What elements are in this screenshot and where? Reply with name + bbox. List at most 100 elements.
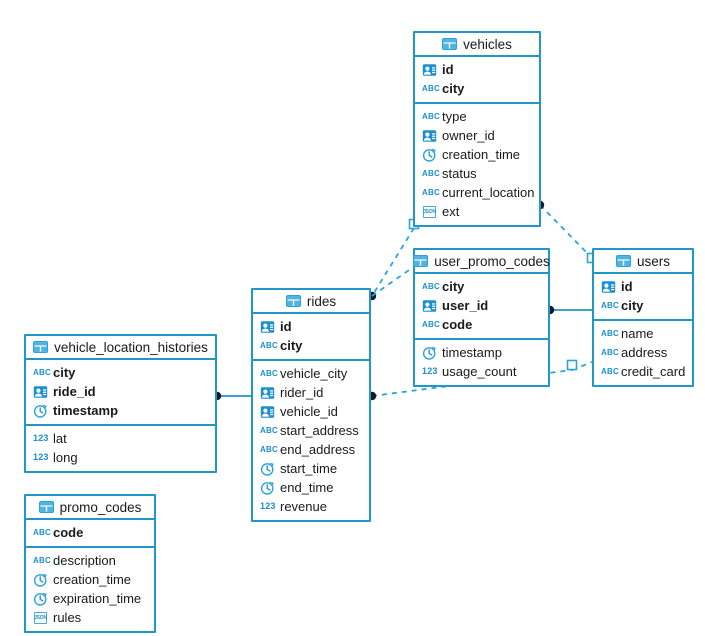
field-label: credit_card xyxy=(621,364,686,379)
clock-icon xyxy=(33,573,48,587)
primary-key-field-ride_id[interactable]: ride_id xyxy=(26,382,215,401)
entity-header-vehicles[interactable]: vehicles xyxy=(415,33,539,57)
abc-string-icon: ABC xyxy=(260,425,278,435)
table-icon xyxy=(413,255,429,267)
entity-header-rides[interactable]: rides xyxy=(253,290,369,314)
field-label: start_time xyxy=(280,461,338,476)
column-group: timestamp 123 usage_count xyxy=(415,338,548,385)
entity-header-vehicle_location_histories[interactable]: vehicle_location_histories xyxy=(26,336,215,360)
field-usage_count[interactable]: 123 usage_count xyxy=(415,362,548,381)
clock-icon xyxy=(260,462,275,476)
abc-string-icon: ABC xyxy=(260,368,278,378)
field-label: user_id xyxy=(442,298,489,313)
field-creation_time[interactable]: creation_time xyxy=(415,145,539,164)
entity-title: vehicles xyxy=(463,36,512,52)
primary-key-field-id[interactable]: id xyxy=(253,317,369,336)
key-id-icon xyxy=(33,385,48,399)
json-icon: JSON xyxy=(33,611,48,625)
edge-vehicles-to-user-promo-codes[interactable] xyxy=(367,218,420,301)
field-label: id xyxy=(442,62,454,77)
abc-string-icon: ABC xyxy=(422,319,440,329)
number-123-icon: 123 xyxy=(422,366,438,376)
number-123-icon: 123 xyxy=(33,433,49,443)
primary-key-field-id[interactable]: id xyxy=(594,277,692,296)
field-owner_id[interactable]: owner_id xyxy=(415,126,539,145)
edge-rides-to-user-promo-codes[interactable] xyxy=(371,267,413,297)
primary-key-field-user_id[interactable]: user_id xyxy=(415,296,548,315)
abc-string-icon: ABC xyxy=(260,340,278,350)
number-123-icon: 123 xyxy=(33,452,49,462)
primary-key-field-id[interactable]: id xyxy=(415,60,539,79)
table-icon xyxy=(442,38,458,50)
key-id-icon xyxy=(422,129,437,143)
field-label: address xyxy=(621,345,668,360)
abc-string-icon: ABC xyxy=(422,111,440,121)
key-id-icon xyxy=(422,299,437,313)
field-label: id xyxy=(280,319,292,334)
edge-user-promo-codes-to-users[interactable] xyxy=(545,305,592,315)
field-label: id xyxy=(621,279,633,294)
entity-title: rides xyxy=(306,293,337,309)
field-label: start_address xyxy=(280,423,359,438)
clock-icon xyxy=(33,404,48,418)
entity-header-users[interactable]: users xyxy=(594,250,692,274)
table-icon xyxy=(615,255,631,267)
field-rider_id[interactable]: rider_id xyxy=(253,383,369,402)
field-vehicle_id[interactable]: vehicle_id xyxy=(253,402,369,421)
field-end_time[interactable]: end_time xyxy=(253,478,369,497)
entity-title: promo_codes xyxy=(59,499,142,515)
field-creation_time[interactable]: creation_time xyxy=(26,570,154,589)
field-label: description xyxy=(53,553,116,568)
field-start_time[interactable]: start_time xyxy=(253,459,369,478)
field-timestamp[interactable]: timestamp xyxy=(415,343,548,362)
edge-vehicle-location-histories-to-rides[interactable] xyxy=(212,391,251,401)
key-id-icon xyxy=(260,386,275,400)
abc-string-icon: ABC xyxy=(422,168,440,178)
entity-header-promo_codes[interactable]: promo_codes xyxy=(26,496,154,520)
key-id-icon xyxy=(260,320,275,334)
abc-string-icon: ABC xyxy=(601,328,619,338)
clock-icon xyxy=(33,592,48,606)
field-label: usage_count xyxy=(442,364,517,379)
field-expiration_time[interactable]: expiration_time xyxy=(26,589,154,608)
primary-key-field-timestamp[interactable]: timestamp xyxy=(26,401,215,420)
entity-header-user_promo_codes[interactable]: user_promo_codes xyxy=(413,250,550,274)
number-123-icon: 123 xyxy=(260,501,276,511)
field-label: city xyxy=(280,338,303,353)
field-label: ext xyxy=(442,204,460,219)
field-label: type xyxy=(442,109,467,124)
abc-string-icon: ABC xyxy=(33,527,51,537)
